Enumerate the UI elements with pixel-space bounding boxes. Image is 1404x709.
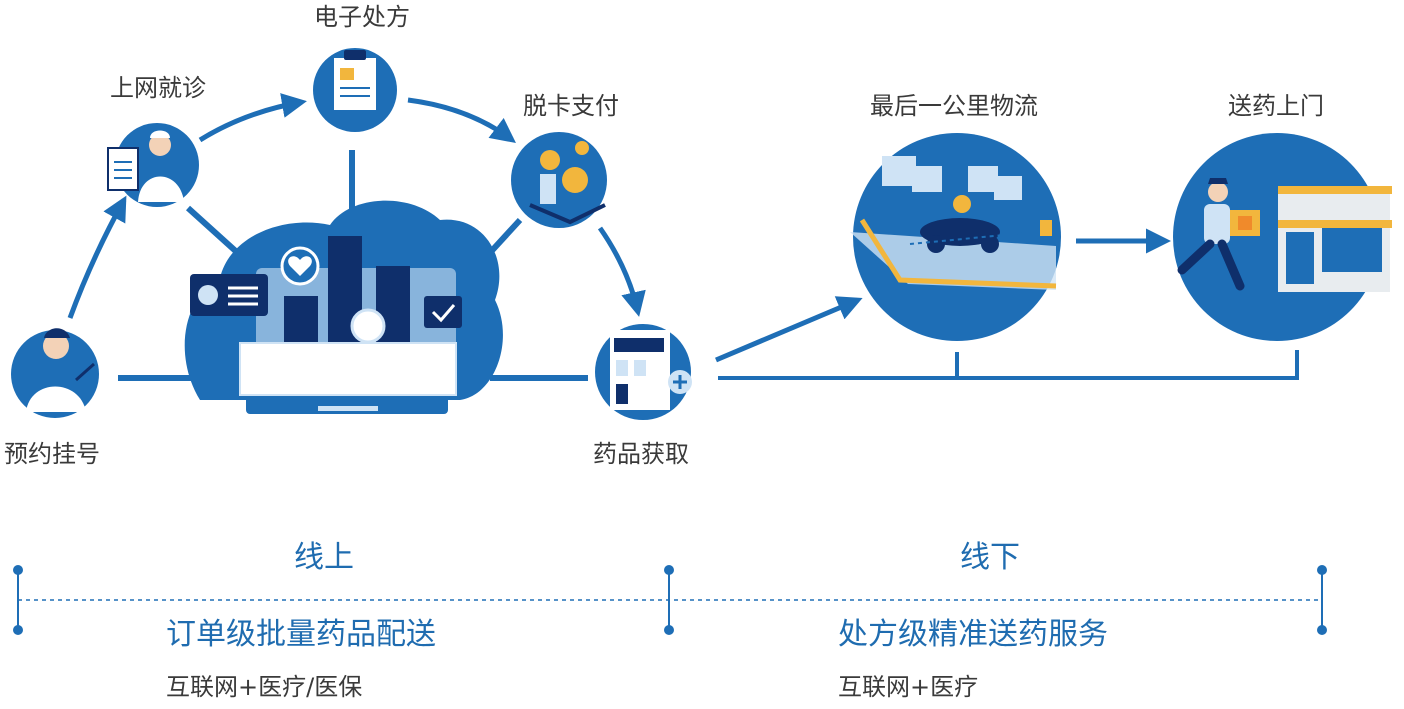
check-icon [431,304,456,323]
node-logistics [850,133,1061,341]
label-consult: 上网就诊 [110,74,206,102]
segment-offline-subtitle: 处方级精准送药服务 [838,617,1108,652]
laptop-screen [239,342,457,396]
globe-icon [350,308,386,344]
label-register: 预约挂号 [4,440,100,468]
node-register [11,328,99,418]
heart-icon [288,256,312,276]
check-icon-bg [424,296,462,328]
patient-body [26,386,86,412]
segment-offline-description: 互联网+医疗 [838,673,979,701]
laptop-base [246,396,448,414]
courier-head [1208,182,1228,202]
node-consult [107,123,199,207]
prescription-paper [334,58,376,110]
segment-online-description: 互联网+医疗/医保 [166,673,363,701]
timeline [13,565,1327,635]
segment-offline-title: 线下 [960,540,1020,575]
label-logistics: 最后一公里物流 [870,92,1038,120]
label-medicine: 药品获取 [593,440,689,468]
segment-online-subtitle: 订单级批量药品配送 [166,617,436,652]
label-prescription: 电子处方 [314,3,410,31]
central-hub [184,200,503,414]
rider-head [953,195,971,213]
node-prescription [313,48,397,132]
node-delivery [1173,133,1392,341]
patient-head [43,333,69,359]
offline-bracket [718,350,1299,380]
label-payment: 脱卡支付 [523,92,619,120]
segment-online-title: 线上 [294,540,354,575]
flow-arrows [67,93,1171,363]
node-medicine [595,324,692,420]
label-delivery: 送药上门 [1228,92,1324,120]
node-payment [511,132,607,228]
chart-bar-1 [284,296,318,348]
